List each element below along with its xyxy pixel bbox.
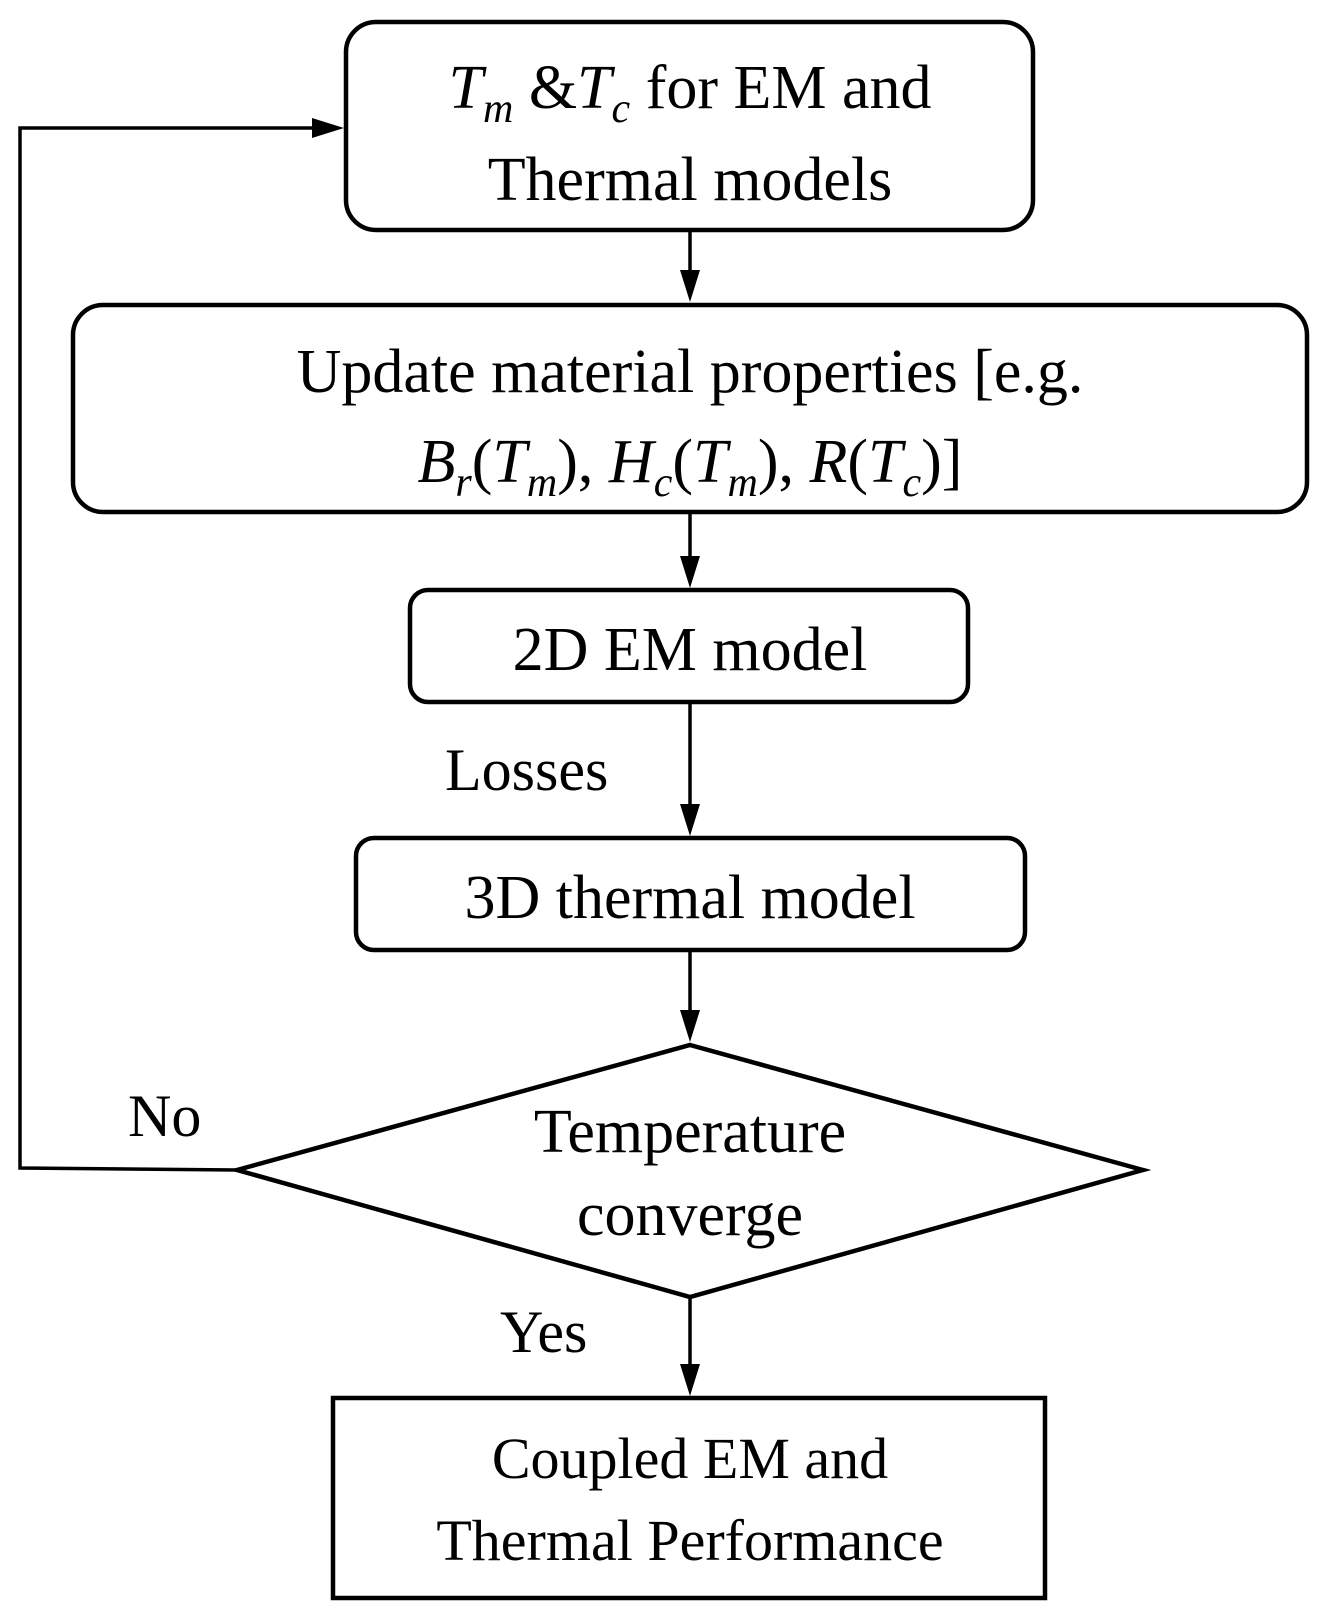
node-result: Coupled EM and Thermal Performance <box>330 1395 1048 1601</box>
edge-update-to-em2d-arrowhead <box>680 556 700 588</box>
node-em2d-label: 2D EM model <box>513 616 868 684</box>
node-result-line2: Thermal Performance <box>436 1508 943 1573</box>
edge-em2d-to-thermal3d-arrowhead <box>680 804 700 836</box>
node-temps-line1: Tm &Tc for EM and <box>448 54 931 132</box>
node-thermal3d: 3D thermal model <box>353 835 1028 953</box>
edge-label-yes: Yes <box>500 1299 587 1365</box>
edge-label-losses: Losses <box>445 737 608 803</box>
node-em2d: 2D EM model <box>407 587 971 705</box>
node-result-line1: Coupled EM and <box>492 1426 888 1491</box>
node-temps: Tm &Tc for EM and Thermal models <box>343 19 1036 233</box>
edge-label-no: No <box>128 1083 201 1149</box>
node-decision-line2: converge <box>577 1181 803 1249</box>
node-update-line1: Update material properties [e.g. <box>297 338 1084 406</box>
node-decision: Temperature converge <box>228 1042 1152 1300</box>
edge-decision-to-temps <box>18 126 312 1172</box>
edge-temps-to-update-arrowhead <box>680 270 700 302</box>
edges <box>18 118 700 1396</box>
edge-decision-to-temps-arrowhead <box>312 118 344 138</box>
edge-decision-to-result-arrowhead <box>680 1364 700 1396</box>
node-decision-line1: Temperature <box>534 1098 846 1166</box>
node-temps-line2: Thermal models <box>488 146 893 214</box>
node-update: Update material properties [e.g. Br(Tm),… <box>70 302 1310 515</box>
node-update-line2: Br(Tm), Hc(Tm), R(Tc)] <box>418 428 963 506</box>
node-thermal3d-label: 3D thermal model <box>464 864 915 932</box>
edge-thermal3d-to-decision-arrowhead <box>680 1010 700 1042</box>
